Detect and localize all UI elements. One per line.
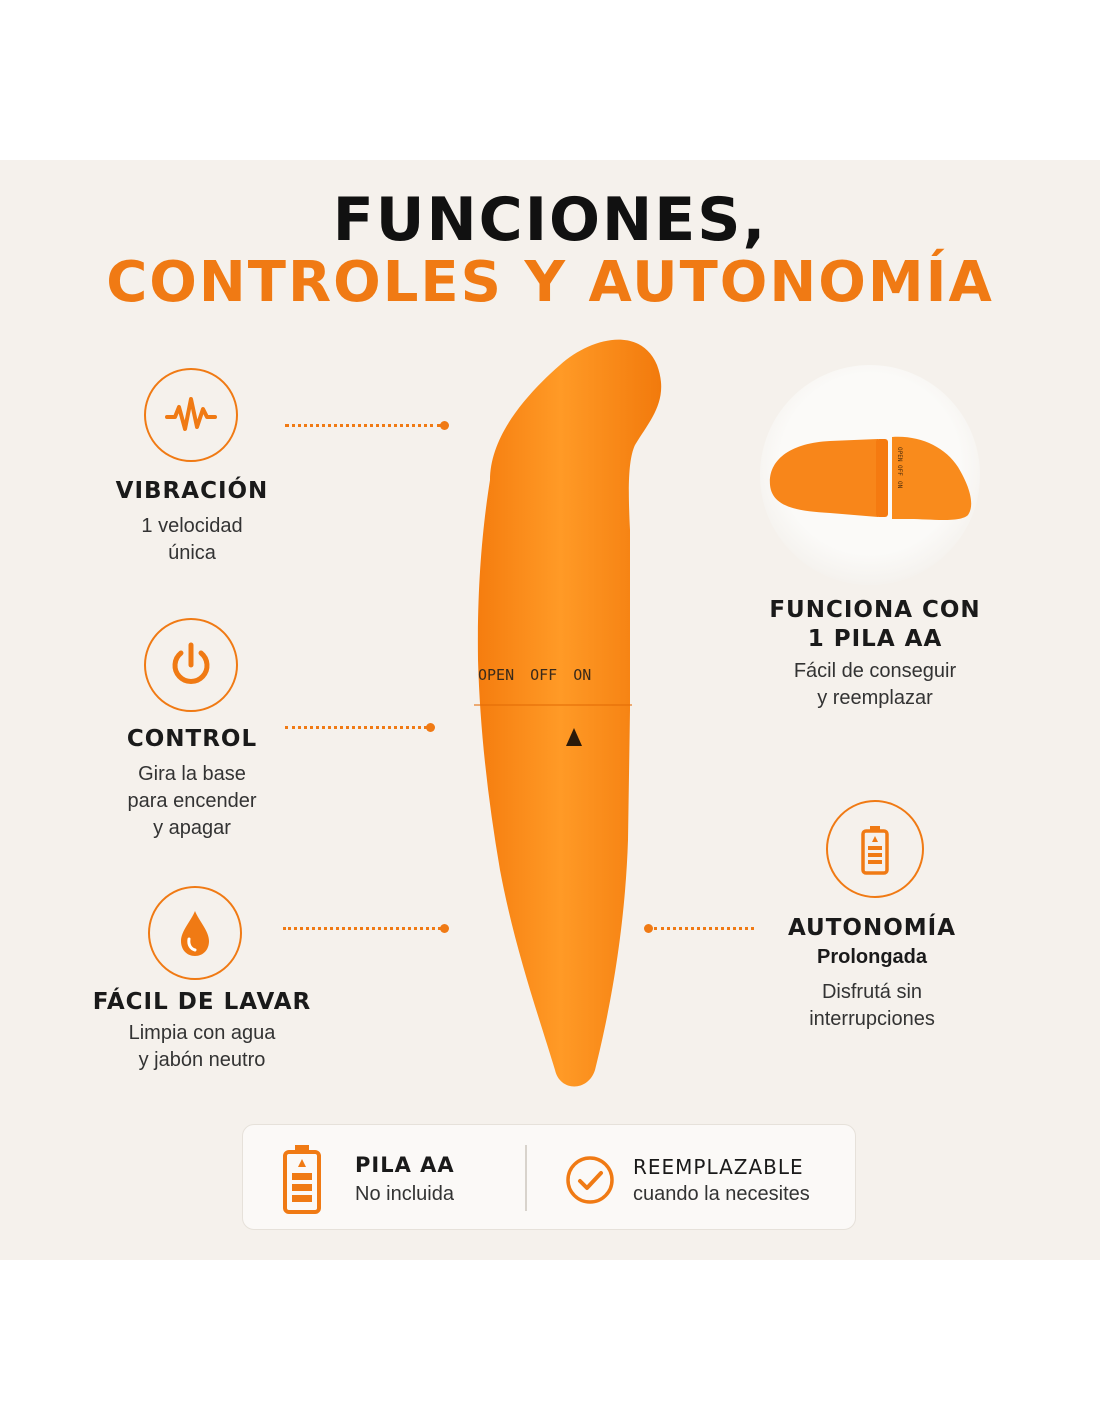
- feature-desc-line: para encender: [127, 790, 257, 812]
- bar-left-sub: No incluida: [355, 1183, 454, 1205]
- detail-label-off: OFF: [896, 465, 903, 476]
- vibration-icon-circle: [144, 368, 238, 462]
- feature-title-battery: FUNCIONA CON 1 PILA AA: [755, 596, 995, 654]
- switch-labels: OPEN OFF ON: [478, 666, 628, 684]
- feature-title-autonomy: AUTONOMÍA: [787, 915, 957, 941]
- product-detail-image: OPEN OFF ON: [760, 365, 980, 585]
- feature-desc-line: interrupciones: [809, 1008, 935, 1030]
- feature-title-vibration: VIBRACIÓN: [115, 478, 269, 504]
- feature-title-wash: FÁCIL DE LAVAR: [92, 989, 312, 1015]
- detail-label-open: OPEN: [896, 447, 903, 462]
- feature-desc-line: Disfrutá sin: [821, 981, 923, 1003]
- feature-title-control: CONTROL: [126, 726, 258, 752]
- connector-dot: [440, 924, 449, 933]
- feature-title-line: 1 PILA AA: [807, 626, 943, 652]
- page-subtitle: CONTROLES Y AUTONOMÍA: [106, 250, 994, 315]
- page-title: FUNCIONES,: [332, 185, 768, 255]
- wash-icon-circle: [148, 886, 242, 980]
- bar-left-title: PILA AA: [355, 1153, 455, 1177]
- feature-desc-line: única: [168, 542, 216, 564]
- bar-divider: [525, 1145, 527, 1211]
- detail-labels: OPEN OFF ON: [896, 447, 903, 489]
- feature-desc-control: Gira la base para encender y apagar: [92, 761, 292, 842]
- feature-desc-line: y jabón neutro: [138, 1049, 266, 1071]
- connector-line: [285, 726, 427, 729]
- bar-right-title: REEMPLAZABLE: [633, 1155, 804, 1179]
- feature-title-line: FUNCIONA CON: [769, 597, 981, 623]
- connector-line: [283, 927, 441, 930]
- opened-product-icon: OPEN OFF ON: [769, 436, 972, 520]
- battery-icon: [861, 826, 889, 875]
- feature-desc-battery: Fácil de conseguir y reemplazar: [755, 658, 995, 712]
- arrow-indicator-icon: [566, 728, 582, 746]
- autonomy-icon-circle: [826, 800, 924, 898]
- connector-dot: [426, 723, 435, 732]
- feature-desc-line: y reemplazar: [817, 687, 933, 709]
- feature-desc-line: Limpia con agua: [128, 1022, 276, 1044]
- feature-desc-line: Fácil de conseguir: [793, 660, 957, 682]
- power-icon: [172, 642, 210, 684]
- check-circle-icon: [566, 1156, 614, 1204]
- connector-dot: [644, 924, 653, 933]
- bar-right-sub: cuando la necesites: [633, 1183, 810, 1205]
- switch-label-on: ON: [573, 666, 592, 684]
- battery-icon: [283, 1145, 321, 1214]
- connector-dot: [440, 421, 449, 430]
- feature-desc-line: 1 velocidad: [141, 515, 243, 537]
- feature-desc-line: Gira la base: [138, 763, 246, 785]
- switch-label-off: OFF: [530, 666, 558, 684]
- bottom-info-bar: PILA AA No incluida REEMPLAZABLE cuando …: [242, 1124, 856, 1230]
- feature-desc-vibration: 1 velocidad única: [92, 513, 292, 567]
- feature-desc-autonomy: Disfrutá sin interrupciones: [752, 979, 992, 1033]
- connector-line: [285, 424, 441, 427]
- feature-desc-line: y apagar: [153, 817, 231, 839]
- waveform-icon: [165, 397, 217, 431]
- connector-line: [654, 927, 754, 930]
- feature-desc-wash: Limpia con agua y jabón neutro: [82, 1020, 322, 1074]
- feature-subtitle-autonomy: Prolongada: [816, 946, 927, 968]
- switch-label-open: OPEN: [478, 666, 515, 684]
- product-image: [474, 339, 662, 1087]
- detail-label-on: ON: [896, 481, 903, 489]
- water-drop-icon: [181, 911, 209, 956]
- control-icon-circle: [144, 618, 238, 712]
